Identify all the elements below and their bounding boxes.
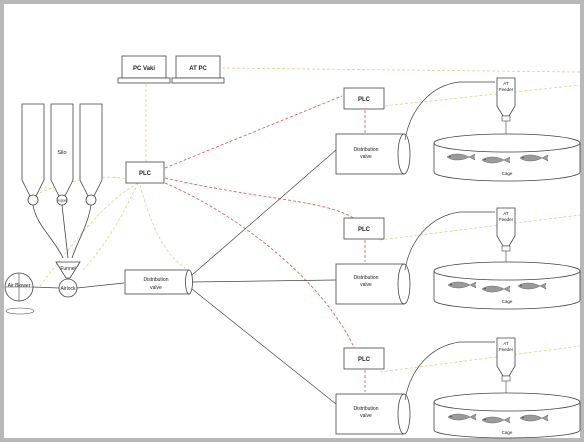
pc-vaki-label: PC Vaki [133,66,155,72]
funnel: Funnel [55,261,81,279]
cage-2-label: Cage [502,299,513,304]
cage-1-label: Cage [502,171,513,176]
plc-3-label: PLC [358,357,371,363]
feeder-1-line2: Feeder [499,87,514,92]
control-links [164,95,366,392]
dist-1-line1: Distribution [353,147,378,153]
distribution-lines [191,149,337,405]
dist-1-line2: valve [360,154,372,160]
plc-3 [343,347,385,370]
feeder-3-line2: Feeder [499,347,514,352]
cage-3: Cage [433,392,581,439]
feeder-2-line2: Feeder [499,217,514,222]
plc-1 [343,87,385,110]
dist-2-line1: Distribution [353,275,378,281]
pc-vaki: PC Vaki [117,55,171,84]
main-pipe [32,282,125,289]
plc-1-label: PLC [358,97,371,103]
plc-2-label: PLC [358,227,371,233]
dist-3-line2: valve [360,413,372,419]
plc-main-label: PLC [139,171,152,177]
silos [21,103,103,206]
plc-main: PLC [125,161,165,184]
feed-lines [32,204,92,259]
airlock-label: Airlock [60,286,76,292]
dist-main-line2: valve [150,285,162,291]
plc-2 [343,217,385,240]
dist-main-line1: Distribution [143,277,168,283]
feeder-2-line1: AT [503,211,509,216]
dist-valve-1 [335,133,405,175]
funnel-label: Funnel [60,266,75,272]
dist-valve-main: Distribution valve [124,269,193,295]
at-pc-label: AT PC [189,66,207,72]
dist-valve-2 [335,263,405,305]
branch-1: PLC Distribution valve AT Feeder Cage [335,77,581,182]
dist-2-line2: valve [360,282,372,288]
airlock: Airlock [58,278,78,298]
hopper-label: Hopper [57,199,68,203]
branch-3: PLC Distribution valve AT Feeder Cage [335,337,581,439]
cage-2: Cage [433,261,581,310]
cage-3-label: Cage [502,430,513,435]
at-pc: AT PC [171,55,225,84]
cage-1: Cage [433,133,581,182]
feeder-3-line1: AT [503,341,509,346]
feeder-1-line1: AT [503,81,509,86]
air-blower: Air Blower [4,272,35,315]
dist-3-line1: Distribution [353,406,378,412]
branch-2: PLC Distribution valve AT Feeder Cage [335,207,581,310]
silo-label: Silo [57,150,66,156]
air-blower-label: Air Blower [8,283,31,289]
